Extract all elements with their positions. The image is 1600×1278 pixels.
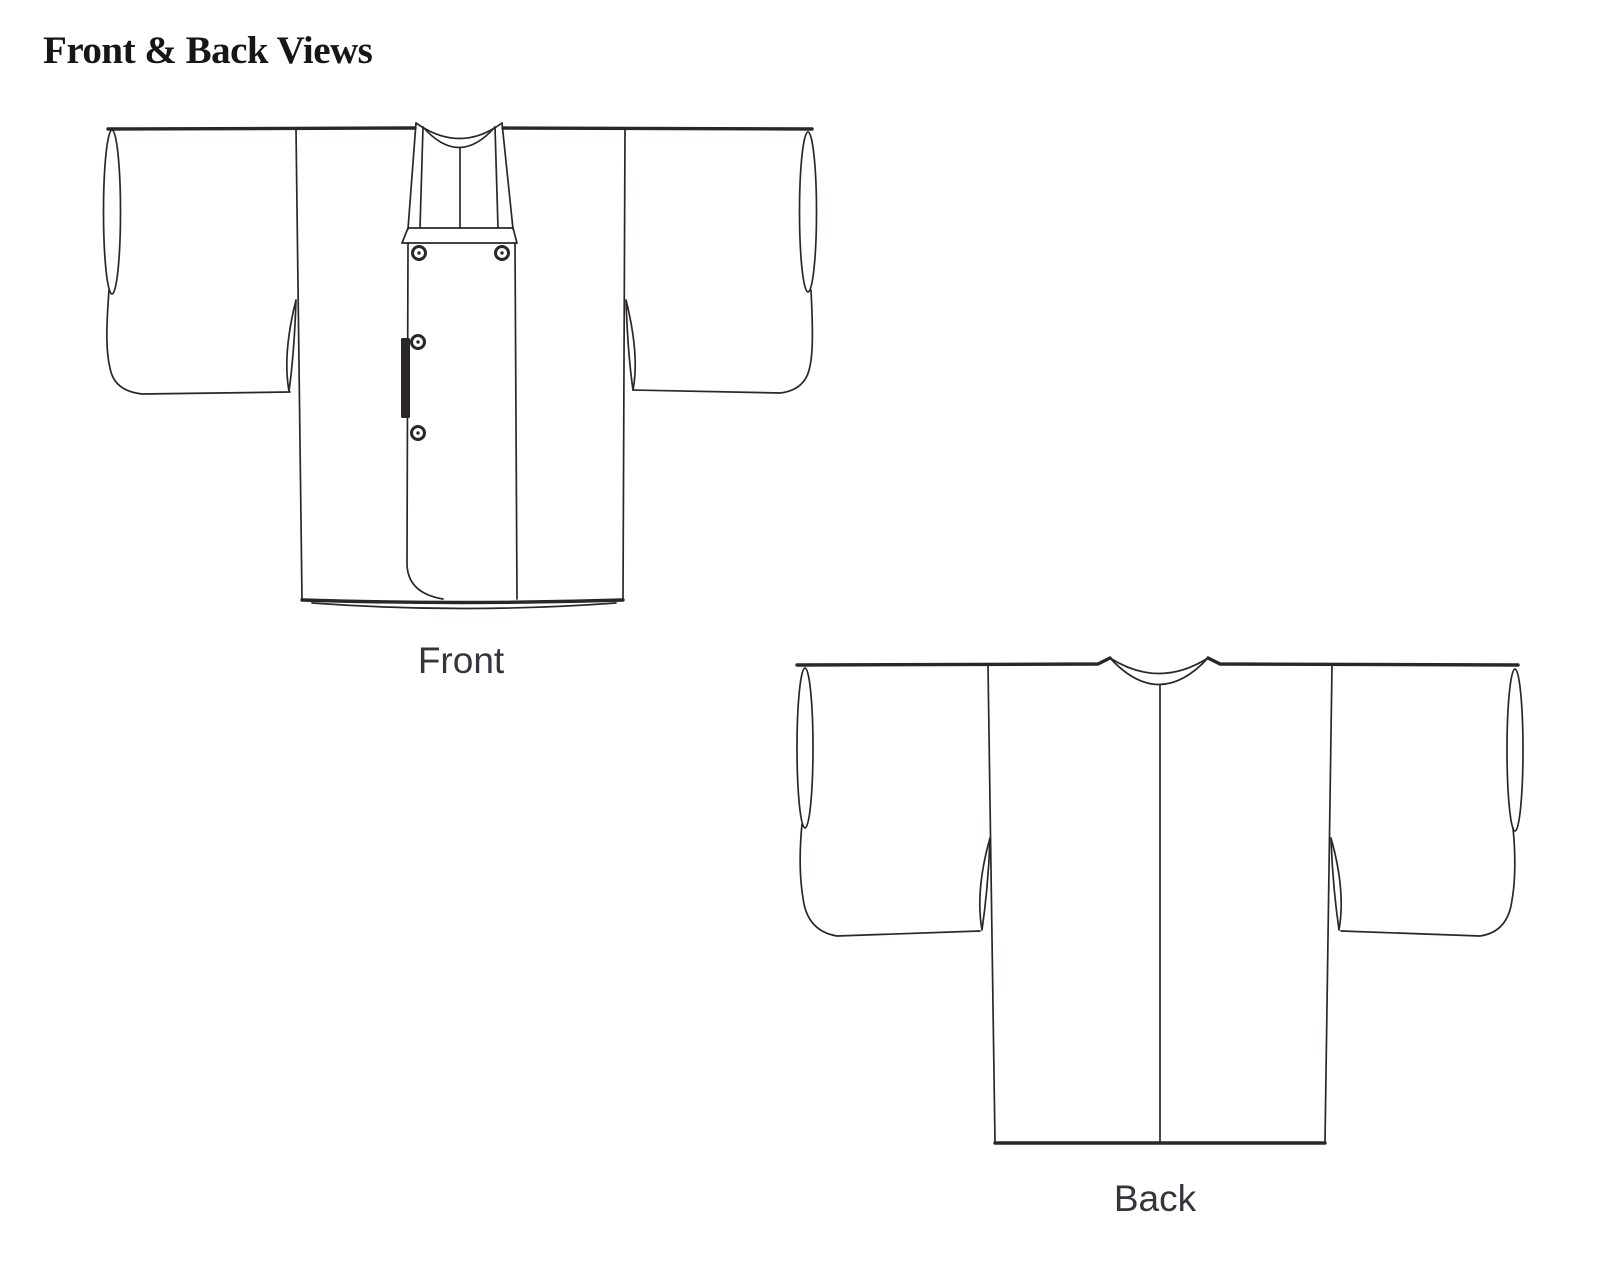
front-collar-right-inner <box>494 126 499 229</box>
front-pocket-slit <box>401 338 410 418</box>
page-title: Front & Back Views <box>43 29 373 72</box>
back-right-sleeve-outline <box>1340 827 1516 937</box>
front-hem-line <box>300 598 625 605</box>
front-left-sleeve-outline <box>106 289 291 395</box>
back-body-right-seam <box>1324 664 1333 1143</box>
back-right-cuff-opening <box>1506 668 1524 832</box>
front-button-top-left <box>411 245 427 261</box>
front-collar-upper-arc <box>415 122 503 140</box>
front-collar-left-outer <box>407 122 417 230</box>
front-button-lower <box>410 425 426 441</box>
front-shoulder-line-left <box>106 126 417 131</box>
back-right-underarm-opening <box>1330 837 1343 931</box>
back-collar-outer-arc <box>1109 657 1209 686</box>
front-right-underarm-opening <box>625 299 637 391</box>
front-panel-left-edge <box>406 242 444 600</box>
back-left-sleeve-outline <box>799 823 981 937</box>
front-collar-lower-arc <box>422 126 496 149</box>
front-right-cuff-opening <box>798 131 818 293</box>
front-collar-bottom-band-left <box>401 227 409 244</box>
back-shoulder-line-right <box>1206 656 1520 667</box>
back-view-label: Back <box>1113 1178 1197 1219</box>
front-panel-right-edge <box>514 242 518 600</box>
front-collar-right-outer <box>501 122 514 230</box>
front-right-sleeve-outline <box>632 289 814 394</box>
back-collar-inner-arc <box>1109 657 1209 675</box>
front-left-underarm-opening <box>285 299 297 392</box>
front-view-label: Front <box>417 640 505 681</box>
front-collar-left-inner <box>419 126 424 229</box>
front-button-top-right <box>494 245 510 261</box>
back-left-underarm-opening <box>978 837 991 931</box>
front-left-cuff-opening <box>102 129 122 295</box>
front-collar-bottom-band-right <box>512 227 518 244</box>
back-view-diagram <box>795 656 1524 1145</box>
front-body-left-seam <box>295 128 303 600</box>
back-shoulder-line-left <box>795 656 1112 667</box>
front-shoulder-line-right <box>501 126 814 131</box>
back-body-left-seam <box>987 664 996 1143</box>
back-left-cuff-opening <box>796 667 814 829</box>
front-button-middle <box>410 334 426 350</box>
front-view-diagram <box>102 122 818 610</box>
front-body-right-seam <box>622 128 626 600</box>
front-hem-under-curve <box>311 602 617 610</box>
front-collar-band <box>401 122 518 244</box>
